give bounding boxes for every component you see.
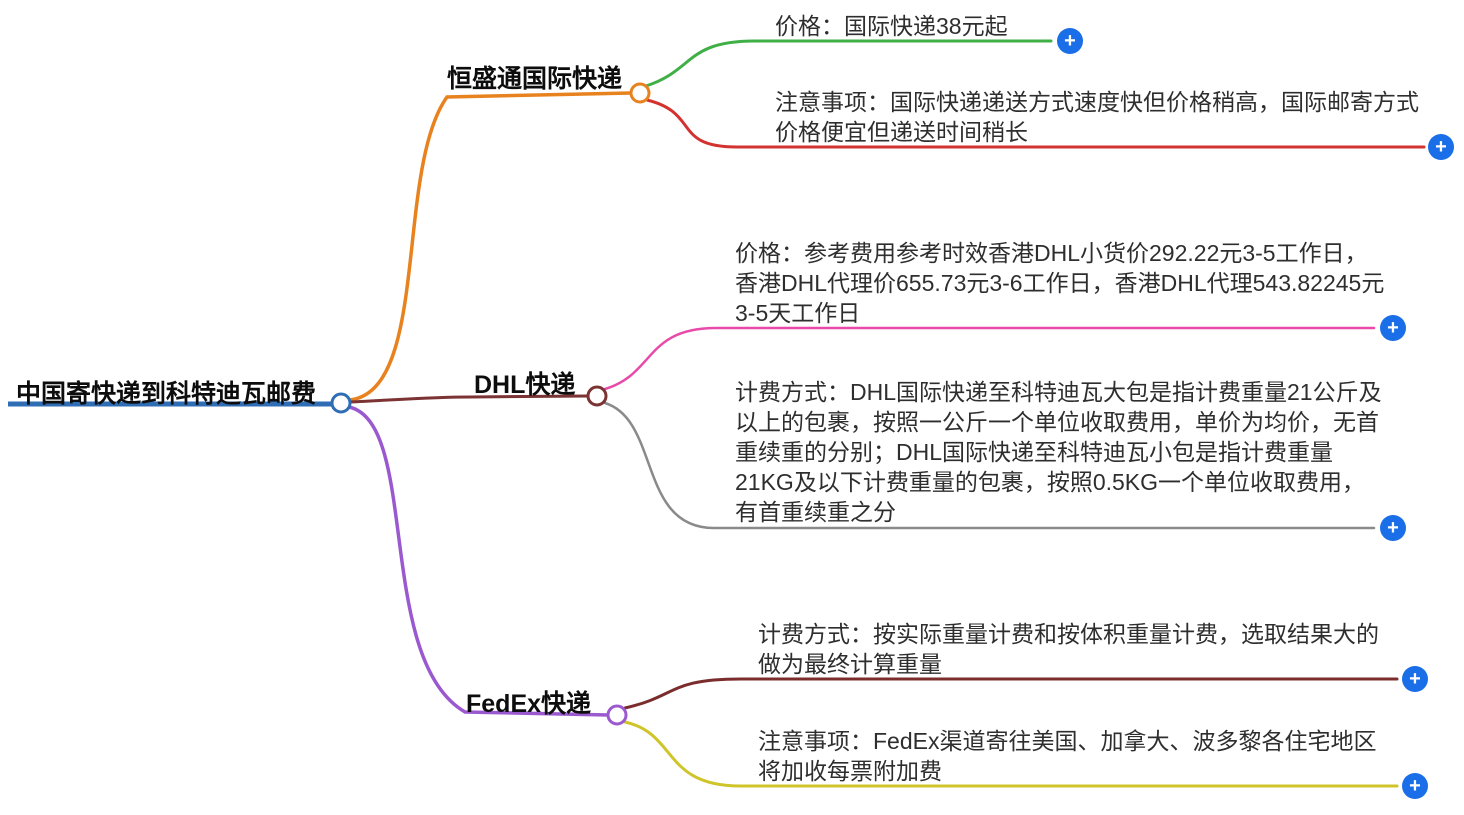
expand-button-hengshengtong-price[interactable]: + — [1057, 28, 1083, 54]
branch-node-dhl[interactable]: DHL快递 — [474, 371, 576, 399]
plus-icon: + — [1409, 667, 1421, 690]
child-node-fedex-note[interactable]: 注意事项：FedEx渠道寄往美国、加拿大、波多黎各住宅地区将加收每票附加费 — [758, 728, 1377, 784]
root-node[interactable]: 中国寄快递到科特迪瓦邮费 — [16, 380, 317, 408]
connector-branch-hengshengtong — [348, 91, 633, 402]
child-node-dhl-billing[interactable]: 计费方式：DHL国际快递至科特迪瓦大包是指计费重量21公斤及以上的包裹，按照一公… — [735, 379, 1382, 525]
branch-node-fedex[interactable]: FedEx快递 — [466, 690, 592, 718]
expand-button-hengshengtong-note[interactable]: + — [1428, 134, 1454, 160]
connector-fedex-note — [623, 720, 1399, 788]
expand-button-fedex-note[interactable]: + — [1402, 773, 1428, 799]
child-node-dhl-price[interactable]: 价格：参考费用参考时效香港DHL小货价292.22元3-5工作日，香港DHL代理… — [735, 240, 1385, 326]
plus-icon: + — [1387, 516, 1399, 539]
child-node-hengshengtong-note[interactable]: 注意事项：国际快递递送方式速度快但价格稍高，国际邮寄方式价格便宜但递送时间稍长 — [775, 89, 1419, 145]
expand-button-dhl-price[interactable]: + — [1380, 315, 1406, 341]
connector-fedex-billing — [623, 677, 1399, 710]
fedex-collapse-handle[interactable] — [606, 704, 628, 726]
child-node-hengshengtong-price[interactable]: 价格：国际快递38元起 — [775, 13, 1008, 39]
expand-button-dhl-billing[interactable]: + — [1380, 515, 1406, 541]
plus-icon: + — [1387, 316, 1399, 339]
connector-branch-fedex — [347, 405, 610, 717]
branch-node-hengshengtong[interactable]: 恒盛通国际快递 — [447, 65, 623, 93]
connector-branch-dhl — [348, 394, 590, 404]
connector-dhl-billing — [603, 401, 1376, 530]
hengshengtong-collapse-handle[interactable] — [629, 82, 651, 104]
plus-icon: + — [1064, 29, 1076, 52]
expand-button-fedex-billing[interactable]: + — [1402, 666, 1428, 692]
child-node-fedex-billing[interactable]: 计费方式：按实际重量计费和按体积重量计费，选取结果大的做为最终计算重量 — [758, 621, 1379, 677]
plus-icon: + — [1409, 774, 1421, 797]
plus-icon: + — [1435, 135, 1447, 158]
dhl-collapse-handle[interactable] — [586, 385, 608, 407]
connector-hengshengtong-note — [645, 98, 1426, 149]
connector-hengshengtong-price — [644, 39, 1053, 88]
root-collapse-handle[interactable] — [330, 392, 352, 414]
connector-dhl-price — [603, 326, 1376, 391]
